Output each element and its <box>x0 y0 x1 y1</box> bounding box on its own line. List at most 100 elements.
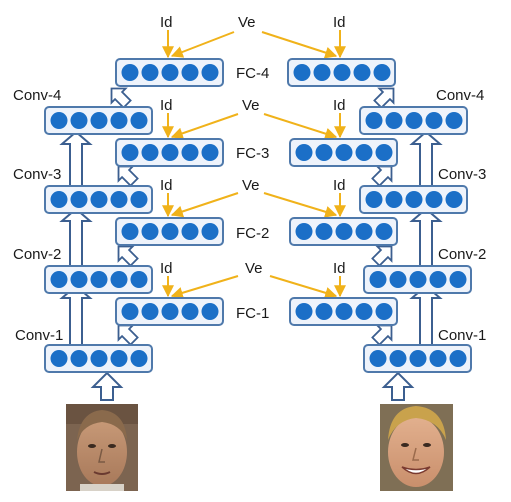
neuron <box>110 112 128 129</box>
arrow-right-conv1-to-fc1 <box>371 324 393 346</box>
neuron <box>141 303 159 320</box>
left-conv1-label: Conv-1 <box>15 327 63 344</box>
right-face-photo <box>380 404 453 491</box>
neuron <box>50 350 68 367</box>
ve-arrow-right-fc3 <box>263 113 338 140</box>
left-conv3-label: Conv-3 <box>13 166 61 183</box>
neuron <box>369 350 387 367</box>
arrow-right-conv3-to-conv4 <box>409 130 443 187</box>
neuron <box>141 144 159 161</box>
neuron <box>201 303 219 320</box>
neuron <box>181 303 199 320</box>
id-label-left-fc4: Id <box>160 14 173 31</box>
neuron <box>369 271 387 288</box>
left-conv1-box <box>44 344 153 373</box>
ve-label-fc4: Ve <box>238 14 256 31</box>
right-fc3-box <box>289 138 398 167</box>
right-conv2-box <box>363 265 472 294</box>
ve-arrow-right-fc1 <box>269 275 338 299</box>
neuron <box>353 64 371 81</box>
neuron <box>141 223 159 240</box>
neuron <box>315 223 333 240</box>
fc3-label: FC-3 <box>236 145 269 162</box>
neuron <box>70 350 88 367</box>
neuron <box>409 271 427 288</box>
neuron <box>130 191 148 208</box>
neuron <box>141 64 159 81</box>
neuron <box>121 144 139 161</box>
neuron <box>429 350 447 367</box>
id-label-left-fc1: Id <box>160 260 173 277</box>
neuron <box>161 303 179 320</box>
neuron <box>161 64 179 81</box>
neuron <box>355 223 373 240</box>
neuron <box>90 271 108 288</box>
id-label-right-fc3: Id <box>333 97 346 114</box>
left-fc4-box <box>115 58 224 87</box>
arrow-left-conv2-to-fc2 <box>117 245 139 267</box>
arrow-right-conv3-to-fc3 <box>371 165 393 187</box>
neuron <box>70 112 88 129</box>
labels: Conv-4 Conv-3 Conv-2 Conv-1 Conv-4 Conv-… <box>13 14 486 344</box>
neuron <box>295 223 313 240</box>
ve-arrow-left-fc2 <box>170 192 239 218</box>
fc4-label: FC-4 <box>236 65 269 82</box>
right-conv3-label: Conv-3 <box>438 166 486 183</box>
ve-arrow-left-fc1 <box>170 275 239 299</box>
neuron <box>375 303 393 320</box>
ve-label-fc3: Ve <box>242 97 260 114</box>
left-conv2-box <box>44 265 153 294</box>
arrow-left-input-to-conv1 <box>90 371 124 401</box>
neuron <box>293 64 311 81</box>
neuron <box>335 303 353 320</box>
neuron <box>373 64 391 81</box>
neuron <box>449 271 467 288</box>
right-fc4-box <box>287 58 396 87</box>
left-conv4-box <box>44 106 153 135</box>
neuron <box>130 350 148 367</box>
neuron <box>130 271 148 288</box>
neuron <box>389 350 407 367</box>
right-conv1-label: Conv-1 <box>438 327 486 344</box>
neuron <box>295 144 313 161</box>
neuron <box>425 112 443 129</box>
neuron <box>70 271 88 288</box>
ve-label-fc2: Ve <box>242 177 260 194</box>
neuron <box>449 350 467 367</box>
neuron <box>375 223 393 240</box>
neuron <box>181 223 199 240</box>
neuron <box>295 303 313 320</box>
neuron <box>121 223 139 240</box>
neuron <box>335 144 353 161</box>
neuron <box>385 191 403 208</box>
right-fc1-box <box>289 297 398 326</box>
neuron <box>333 64 351 81</box>
left-conv2-label: Conv-2 <box>13 246 61 263</box>
neuron <box>161 144 179 161</box>
neuron <box>405 112 423 129</box>
neuron <box>355 144 373 161</box>
left-fc1-box <box>115 297 224 326</box>
left-conv3-box <box>44 185 153 214</box>
neuron <box>355 303 373 320</box>
layer-boxes <box>44 58 472 373</box>
right-conv4-box <box>359 106 468 135</box>
neuron <box>313 64 331 81</box>
neuron <box>201 144 219 161</box>
neuron <box>50 191 68 208</box>
arrow-left-conv3-to-conv4 <box>59 130 93 187</box>
id-label-right-fc4: Id <box>333 14 346 31</box>
signal-arrows <box>162 30 346 299</box>
neuron <box>365 112 383 129</box>
left-conv4-label: Conv-4 <box>13 87 61 104</box>
neuron <box>389 271 407 288</box>
left-fc2-box <box>115 217 224 246</box>
neuron <box>181 144 199 161</box>
right-conv4-label: Conv-4 <box>436 87 484 104</box>
left-fc3-box <box>115 138 224 167</box>
ve-arrow-right-fc2 <box>263 192 338 218</box>
arrow-left-conv4-to-fc4 <box>110 87 132 109</box>
neuron <box>161 223 179 240</box>
